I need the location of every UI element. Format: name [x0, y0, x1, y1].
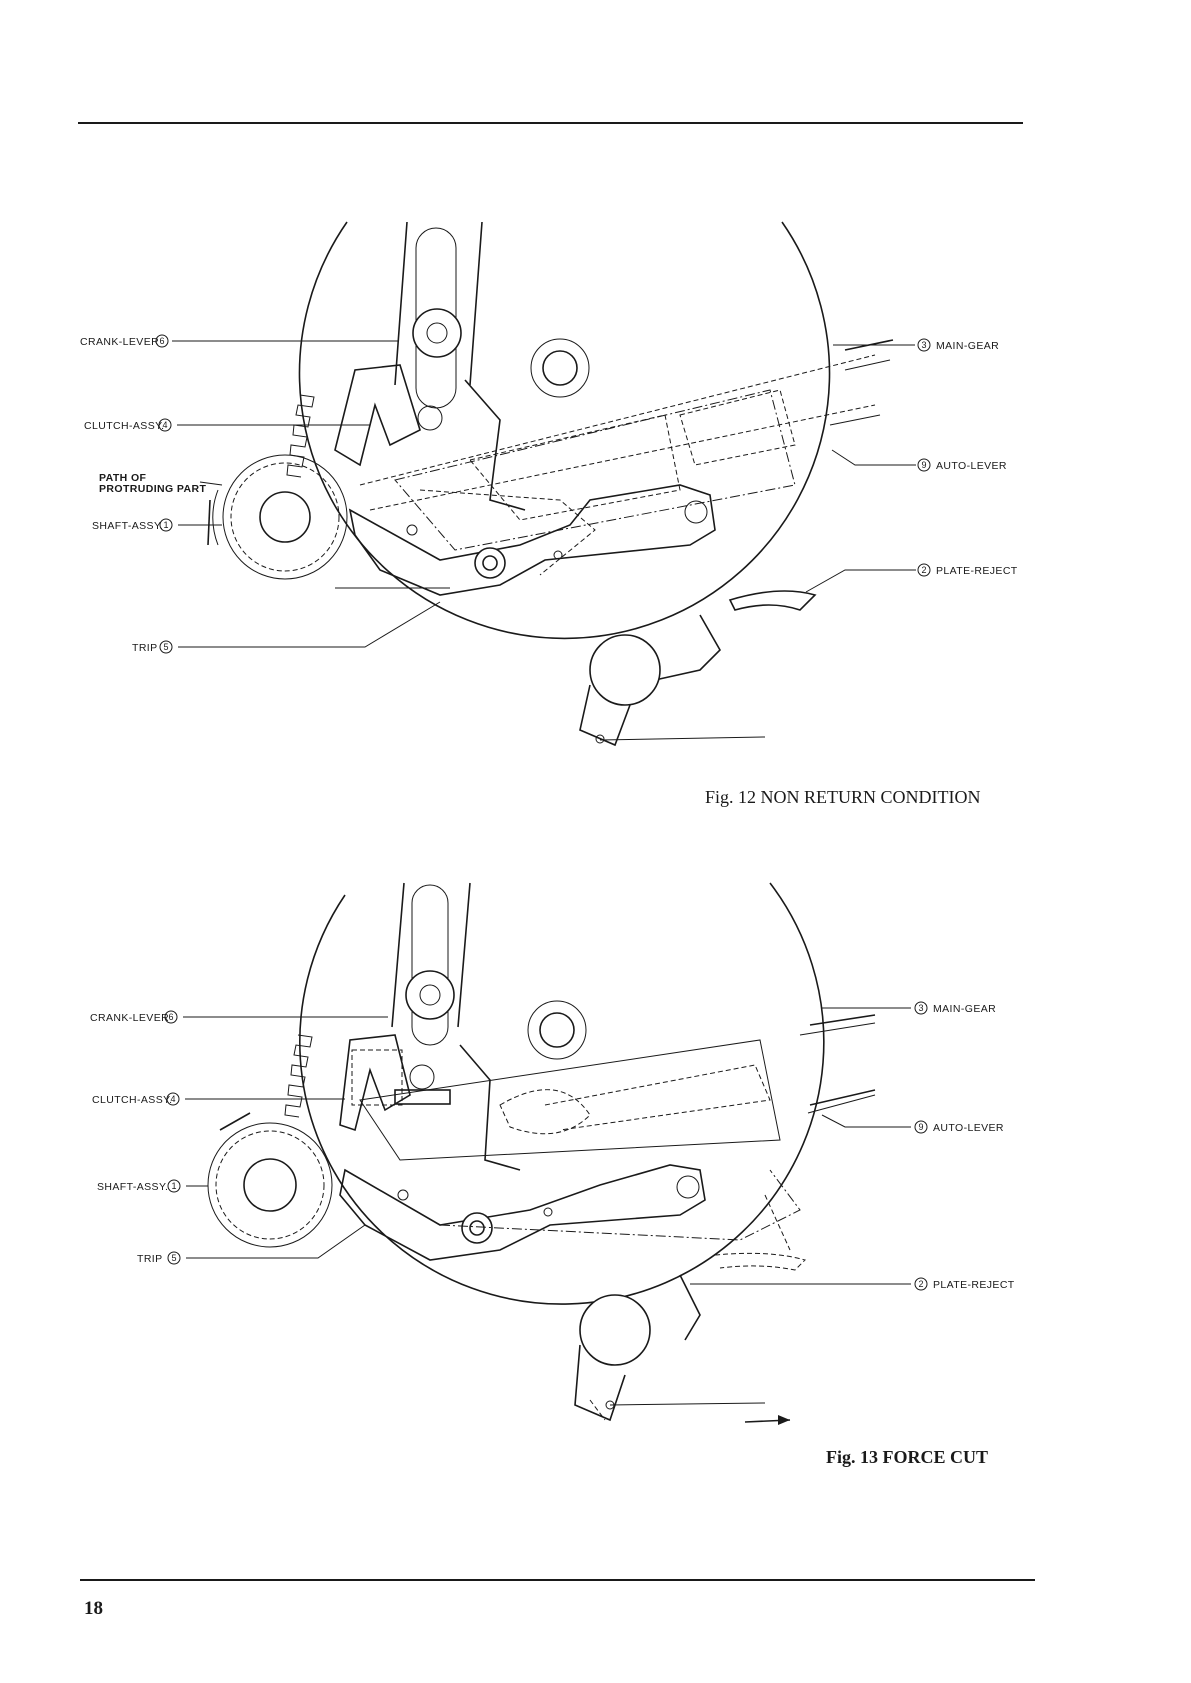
label-main-gear: MAIN-GEAR [936, 340, 999, 352]
figure-12: CRANK-LEVER 6 CLUTCH-ASSY. 4 PATH OF PRO… [0, 200, 1191, 760]
top-rule [78, 122, 1023, 124]
label-plate-reject: PLATE-REJECT [936, 565, 1018, 577]
svg-text:2: 2 [918, 1279, 923, 1289]
shaft-assy [260, 492, 310, 542]
plate-reject [730, 591, 815, 610]
label-main-gear: MAIN-GEAR [933, 1003, 996, 1015]
svg-text:9: 9 [921, 460, 926, 470]
label-clutch-assy: CLUTCH-ASSY. [84, 420, 164, 432]
shaft-assy-outer [208, 1123, 332, 1247]
clutch-assy [335, 365, 420, 465]
clutch-assy [340, 1035, 410, 1130]
plate-reject-roller [590, 635, 660, 705]
main-gear-outline [299, 222, 829, 638]
svg-text:5: 5 [163, 642, 168, 652]
figure-12-diagram: CRANK-LEVER 6 CLUTCH-ASSY. 4 PATH OF PRO… [0, 200, 1191, 760]
label-auto-lever: AUTO-LEVER [933, 1122, 1004, 1134]
bottom-rule [80, 1579, 1035, 1581]
auto-lever [360, 355, 875, 510]
arrow-icon [778, 1415, 790, 1425]
svg-text:1: 1 [171, 1181, 176, 1191]
svg-text:5: 5 [171, 1253, 176, 1263]
plate-reject [680, 1275, 700, 1340]
trip-pivot [462, 1213, 492, 1243]
shaft-assy-outer [223, 455, 347, 579]
trip-lever [350, 485, 715, 595]
figure-13: CRANK-LEVER 6 CLUTCH-ASSY. 4 SHAFT-ASSY.… [0, 865, 1191, 1445]
crank-lever-slot [395, 222, 482, 385]
svg-text:3: 3 [921, 340, 926, 350]
label-auto-lever: AUTO-LEVER [936, 460, 1007, 472]
label-trip: TRIP [132, 642, 158, 654]
label-shaft-assy: SHAFT-ASSY. [92, 520, 163, 532]
svg-text:4: 4 [170, 1094, 175, 1104]
crank-pivot [413, 309, 461, 357]
svg-text:6: 6 [168, 1012, 173, 1022]
label-crank-lever: CRANK-LEVER [90, 1012, 169, 1024]
label-plate-reject: PLATE-REJECT [933, 1279, 1015, 1291]
figure-12-caption: Fig. 12 NON RETURN CONDITION [705, 787, 981, 808]
svg-text:9: 9 [918, 1122, 923, 1132]
label-crank-lever: CRANK-LEVER [80, 336, 159, 348]
trip-lever [340, 1165, 705, 1260]
svg-text:3: 3 [918, 1003, 923, 1013]
page-number: 18 [84, 1598, 103, 1620]
crank-pivot [406, 971, 454, 1019]
svg-text:1: 1 [163, 520, 168, 530]
figure-13-diagram: CRANK-LEVER 6 CLUTCH-ASSY. 4 SHAFT-ASSY.… [0, 865, 1191, 1445]
main-gear-hub [528, 1001, 586, 1059]
svg-text:4: 4 [162, 420, 167, 430]
label-protruding-part: PROTRUDING PART [99, 483, 206, 495]
plate-reject-roller [580, 1295, 650, 1365]
figure-13-caption: Fig. 13 FORCE CUT [826, 1447, 988, 1468]
trip-pivot [475, 548, 505, 578]
svg-text:6: 6 [159, 336, 164, 346]
label-trip: TRIP [137, 1253, 163, 1265]
gear-teeth [287, 395, 314, 477]
svg-text:2: 2 [921, 565, 926, 575]
label-clutch-assy: CLUTCH-ASSY. [92, 1094, 172, 1106]
label-shaft-assy: SHAFT-ASSY. [97, 1181, 168, 1193]
main-gear-hub [531, 339, 589, 397]
shaft-assy [244, 1159, 296, 1211]
